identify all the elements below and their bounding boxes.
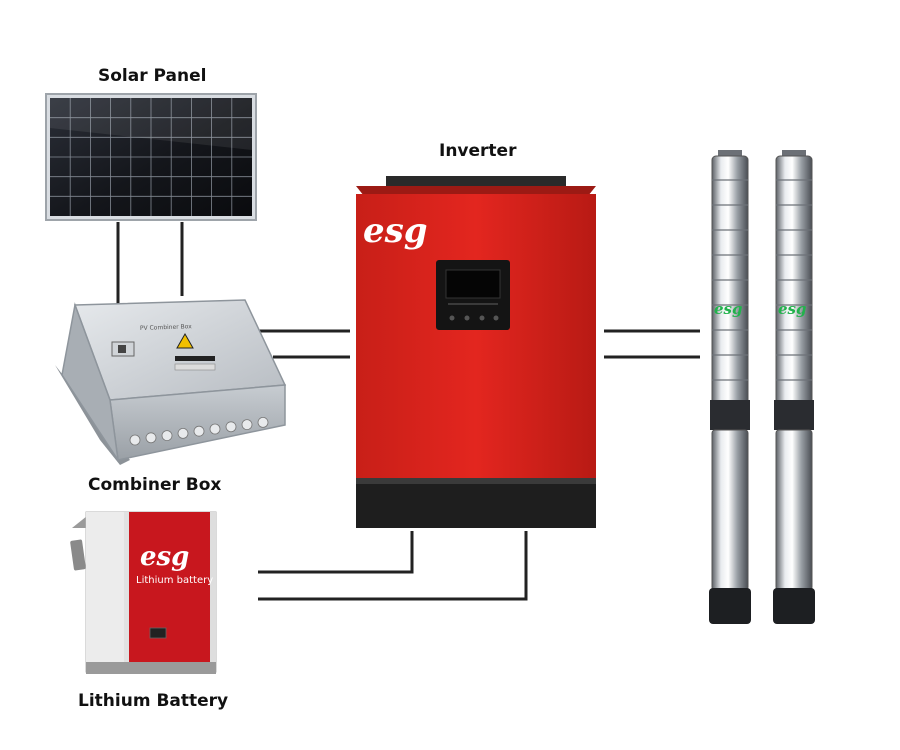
cable-gland [129,434,141,446]
inverter-lcd-screen [445,269,501,299]
combiner-box-label: Combiner Box [88,475,222,495]
inverter-logo: esg [363,211,428,251]
submersible-pumps: esg esg [709,150,815,624]
cable-gland [177,427,189,439]
submersible-pump-icon: esg [709,150,751,624]
cable-gland [145,432,157,444]
battery-product-text: Lithium battery [136,575,213,586]
inverter-label: Inverter [439,141,517,161]
cable-gland [193,425,205,437]
battery-status-display [149,627,167,639]
wire-battery-to-inverter-2 [258,531,528,601]
cable-gland [209,423,221,435]
battery-logo: esg [140,542,189,572]
cable-gland [161,430,173,442]
wire-battery-to-inverter-1 [258,531,414,574]
wiring [116,222,700,601]
submersible-pump-icon: esg [773,150,815,624]
pump-logo: esg [714,300,742,318]
pump-logo: esg [778,300,806,318]
combiner-box-icon: PV Combiner Box [55,299,287,465]
solar-panel-icon [45,93,257,221]
solar-panel-label: Solar Panel [98,66,207,86]
combiner-plate-text: PV Combiner Box [140,323,192,332]
cable-gland [257,416,269,428]
lithium-battery-label: Lithium Battery [78,691,229,711]
inverter-icon: esg [356,176,596,528]
cable-gland [241,419,253,431]
cable-gland [225,421,237,433]
lithium-battery-icon: esg Lithium battery [70,511,217,674]
